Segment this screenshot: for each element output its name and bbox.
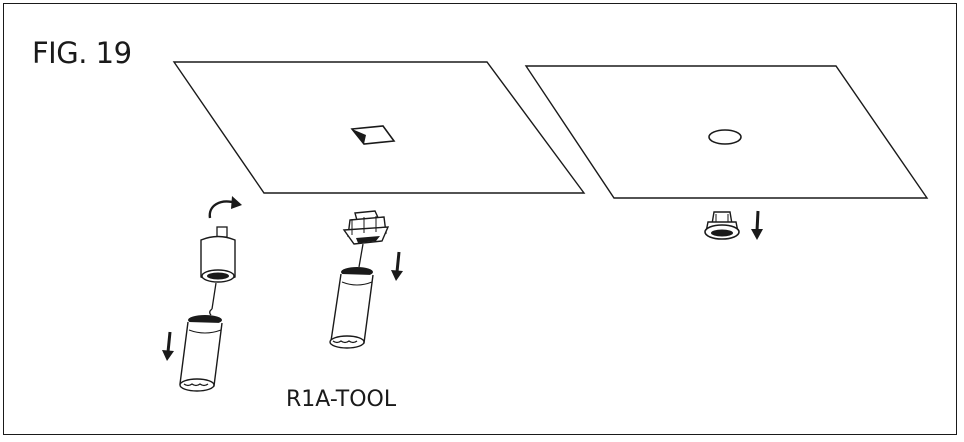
down-arrow-icon bbox=[162, 331, 174, 361]
ceiling-panel-left bbox=[172, 61, 586, 194]
connector-wire bbox=[209, 282, 217, 316]
down-arrow-icon bbox=[391, 251, 403, 281]
downlight-housing-upper bbox=[200, 226, 236, 283]
tool-label: R1A-TOOL bbox=[286, 387, 397, 412]
figure-frame bbox=[3, 3, 957, 435]
round-trim-icon bbox=[704, 211, 740, 240]
ceiling-panel-right bbox=[524, 65, 929, 199]
connector-wire-middle bbox=[358, 243, 364, 268]
downlight-housing-lower bbox=[179, 315, 223, 392]
figure-title: FIG. 19 bbox=[32, 36, 132, 70]
down-arrow-icon bbox=[751, 210, 763, 240]
downlight-housing-middle bbox=[329, 267, 374, 349]
round-cutout-icon bbox=[708, 129, 742, 145]
square-trim-icon bbox=[342, 210, 390, 245]
square-cutout-icon bbox=[350, 125, 396, 145]
